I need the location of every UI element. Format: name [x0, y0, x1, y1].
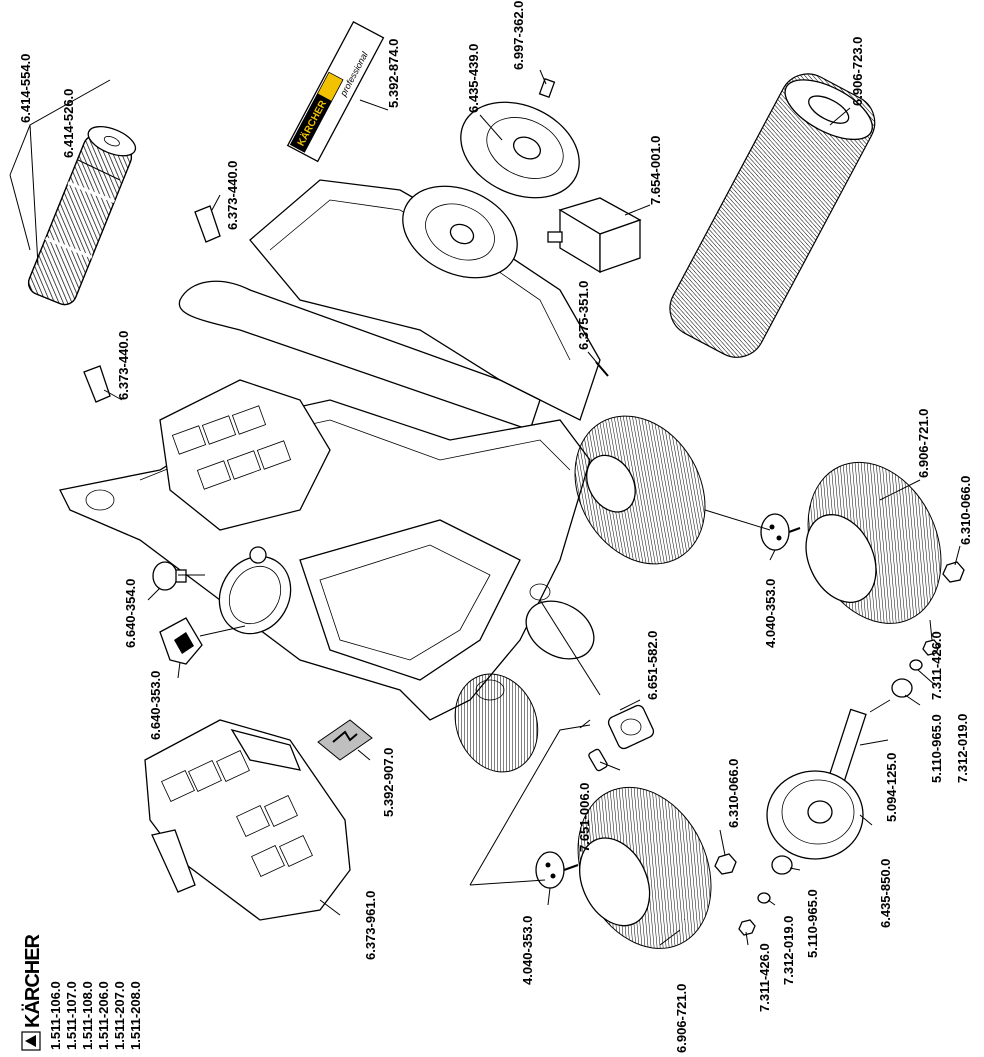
nut-right — [942, 561, 965, 583]
label-5-110-965-0-lower: 5.110-965.0 — [805, 889, 820, 958]
driver-seat — [144, 719, 351, 921]
label-7-312-019-0-lower: 7.312-019.0 — [781, 916, 796, 985]
label-6-906-723-0: 6.906-723.0 — [850, 37, 865, 106]
label-7-312-019-0-upper: 7.312-019.0 — [955, 714, 970, 783]
label-6-375-351-0: 6.375-351.0 — [576, 281, 591, 350]
label-5-392-907-0: 5.392-907.0 — [381, 748, 396, 817]
label-6-310-066-0-right: 6.310-066.0 — [958, 476, 973, 545]
model-number-2: 1.511-107.0 — [64, 981, 79, 1050]
label-6-906-721-0-left: 6.906-721.0 — [674, 984, 689, 1053]
warning-decal — [317, 719, 373, 761]
bushing-upper — [891, 678, 913, 698]
leader-lines — [9, 69, 961, 946]
side-brush-right — [805, 461, 942, 624]
label-4-040-353-0-right: 4.040-353.0 — [763, 579, 778, 648]
label-6-906-721-0-right: 6.906-721.0 — [916, 409, 931, 478]
label-6-373-961-0: 6.373-961.0 — [363, 891, 378, 960]
label-7-654-001-0: 7.654-001.0 — [648, 136, 663, 205]
label-6-651-582-0: 6.651-582.0 — [645, 631, 660, 700]
label-6-640-353-0: 6.640-353.0 — [148, 671, 163, 740]
horn-cover — [159, 617, 203, 665]
label-5-110-965-0-upper: 5.110-965.0 — [929, 714, 944, 783]
washer-lower — [757, 892, 771, 904]
label-6-373-440-0-lower: 6.373-440.0 — [116, 331, 131, 400]
label-6-414-554-0: 6.414-554.0 — [18, 54, 33, 123]
model-number-3: 1.511-108.0 — [80, 981, 95, 1050]
label-7-651-006-0: 7.651-006.0 — [577, 783, 592, 852]
battery — [547, 197, 642, 274]
cover-clip-lower — [83, 365, 111, 403]
nut-left — [714, 853, 737, 875]
washer-upper — [909, 659, 923, 671]
bushing-lower — [771, 855, 793, 875]
label-6-435-439-0: 6.435-439.0 — [466, 44, 481, 113]
model-number-6: 1.511-208.0 — [128, 981, 143, 1050]
nut-small-lower — [738, 919, 756, 936]
label-5-094-125-0: 5.094-125.0 — [884, 753, 899, 822]
brand-block: KÄRCHER 1.511-106.0 1.511-107.0 1.511-10… — [21, 933, 143, 1051]
nut-small-upper — [922, 639, 940, 656]
main-roller-brush — [669, 73, 876, 358]
label-6-435-850-0: 6.435-850.0 — [878, 859, 893, 928]
label-6-997-362-0: 6.997-362.0 — [511, 1, 526, 70]
karcher-decal: KÄRCHER professional — [286, 20, 385, 163]
bulb — [588, 748, 608, 772]
brand-name: KÄRCHER — [21, 933, 44, 1028]
cover-clip-upper — [194, 205, 221, 243]
wheel-bolt — [538, 77, 556, 99]
model-number-5: 1.511-207.0 — [112, 981, 127, 1050]
sweeper-machine-body — [59, 179, 706, 773]
side-brush-left — [577, 786, 712, 949]
label-5-392-874-0: 5.392-874.0 — [386, 39, 401, 108]
label-6-373-440-0-upper: 6.373-440.0 — [225, 161, 240, 230]
label-4-040-353-0-left: 4.040-353.0 — [520, 916, 535, 985]
label-6-640-354-0: 6.640-354.0 — [123, 579, 138, 648]
label-6-310-066-0-left: 6.310-066.0 — [726, 759, 741, 828]
part-labels: 6.414-554.0 6.414-526.0 6.373-440.0 6.37… — [18, 1, 973, 1053]
front-wheel — [766, 770, 864, 860]
brush-hub-left — [535, 851, 579, 889]
brush-hub-right — [760, 513, 801, 551]
label-7-311-426-0-upper: 7.311-426.0 — [929, 631, 944, 700]
label-6-414-526-0: 6.414-526.0 — [61, 89, 76, 158]
steering-knob — [152, 561, 187, 591]
screw — [595, 361, 609, 377]
label-7-311-426-0-lower: 7.311-426.0 — [757, 943, 772, 1012]
model-number-1: 1.511-106.0 — [48, 981, 63, 1050]
filter-cartridge-set — [27, 125, 137, 306]
ignition-switch — [607, 704, 655, 750]
model-number-4: 1.511-206.0 — [96, 981, 111, 1050]
